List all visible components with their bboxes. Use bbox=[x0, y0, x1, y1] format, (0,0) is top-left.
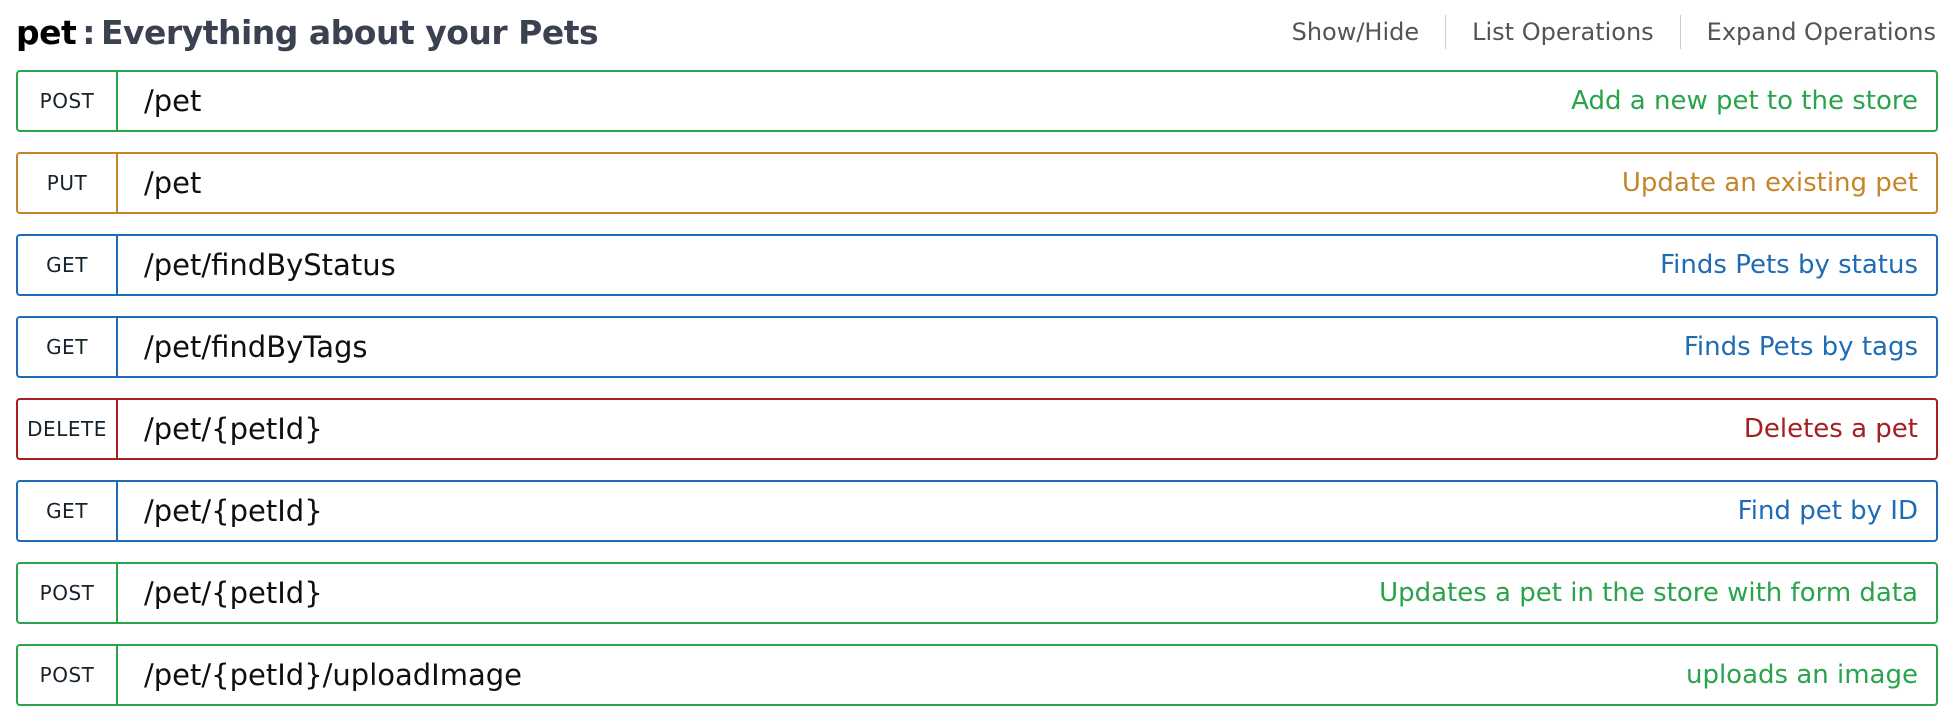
tag-description: Everything about your Pets bbox=[100, 12, 599, 52]
operation-summary-cell: Deletes a pet bbox=[1744, 400, 1936, 458]
http-method-label: POST bbox=[39, 581, 95, 605]
operation-summary-cell: Add a new pet to the store bbox=[1571, 72, 1936, 130]
section-title: pet:Everything about your Pets bbox=[16, 12, 599, 52]
http-method-label: DELETE bbox=[27, 417, 107, 441]
http-method-label: GET bbox=[46, 253, 88, 277]
operation-summary-link[interactable]: Find pet by ID bbox=[1737, 496, 1918, 526]
http-method-badge: POST bbox=[18, 72, 118, 130]
http-method-badge: PUT bbox=[18, 154, 118, 212]
endpoint-path-link[interactable]: /pet/{petId} bbox=[144, 412, 323, 446]
http-method-badge: POST bbox=[18, 564, 118, 622]
endpoint-path-link[interactable]: /pet bbox=[144, 166, 202, 200]
operation-row[interactable]: POST /pet/{petId} Updates a pet in the s… bbox=[16, 562, 1938, 624]
operation-row[interactable]: GET /pet/{petId} Find pet by ID bbox=[16, 480, 1938, 542]
list-operations-link[interactable]: List Operations bbox=[1472, 18, 1654, 46]
section-controls: Show/Hide List Operations Expand Operati… bbox=[1292, 13, 1938, 51]
operation-row[interactable]: POST /pet Add a new pet to the store bbox=[16, 70, 1938, 132]
http-method-label: POST bbox=[39, 89, 95, 113]
title-separator: : bbox=[82, 12, 95, 52]
operations-list: POST /pet Add a new pet to the store PUT… bbox=[16, 70, 1938, 706]
http-method-badge: GET bbox=[18, 318, 118, 376]
operation-summary-cell: Finds Pets by tags bbox=[1684, 318, 1936, 376]
endpoint-path-link[interactable]: /pet/findByTags bbox=[144, 330, 368, 364]
expand-operations-link[interactable]: Expand Operations bbox=[1706, 18, 1936, 46]
operation-summary-link[interactable]: uploads an image bbox=[1685, 660, 1918, 690]
operation-summary-link[interactable]: Updates a pet in the store with form dat… bbox=[1379, 578, 1918, 608]
operation-summary-cell: Find pet by ID bbox=[1738, 482, 1936, 540]
endpoint-path-cell: /pet/{petId} bbox=[118, 482, 1738, 540]
http-method-label: PUT bbox=[46, 171, 88, 195]
tag-name: pet bbox=[16, 12, 77, 52]
operation-summary-cell: uploads an image bbox=[1686, 646, 1936, 704]
endpoint-path-link[interactable]: /pet/{petId} bbox=[144, 494, 323, 528]
divider bbox=[1679, 15, 1681, 49]
endpoint-path-cell: /pet bbox=[118, 72, 1571, 130]
http-method-badge: POST bbox=[18, 646, 118, 704]
http-method-badge: GET bbox=[18, 482, 118, 540]
operation-summary-link[interactable]: Add a new pet to the store bbox=[1571, 86, 1918, 116]
operation-row[interactable]: POST /pet/{petId}/uploadImage uploads an… bbox=[16, 644, 1938, 706]
http-method-label: POST bbox=[39, 663, 95, 687]
http-method-badge: GET bbox=[18, 236, 118, 294]
endpoint-path-link[interactable]: /pet/{petId}/uploadImage bbox=[144, 658, 523, 692]
operation-summary-link[interactable]: Finds Pets by status bbox=[1660, 250, 1918, 280]
show-hide-link[interactable]: Show/Hide bbox=[1291, 18, 1420, 46]
divider bbox=[1445, 15, 1447, 49]
endpoint-path-cell: /pet/findByTags bbox=[118, 318, 1684, 376]
operation-summary-cell: Finds Pets by status bbox=[1660, 236, 1936, 294]
operation-summary-link[interactable]: Deletes a pet bbox=[1743, 414, 1918, 444]
endpoint-path-link[interactable]: /pet bbox=[144, 84, 202, 118]
endpoint-path-cell: /pet bbox=[118, 154, 1622, 212]
operation-row[interactable]: GET /pet/findByTags Finds Pets by tags bbox=[16, 316, 1938, 378]
operation-row[interactable]: GET /pet/findByStatus Finds Pets by stat… bbox=[16, 234, 1938, 296]
http-method-label: GET bbox=[46, 499, 88, 523]
endpoint-path-cell: /pet/{petId}/uploadImage bbox=[118, 646, 1686, 704]
endpoint-path-cell: /pet/{petId} bbox=[118, 564, 1379, 622]
tag-header: pet:Everything about your Pets Show/Hide… bbox=[16, 12, 1938, 52]
http-method-badge: DELETE bbox=[18, 400, 118, 458]
endpoint-path-link[interactable]: /pet/findByStatus bbox=[144, 248, 396, 282]
endpoint-path-cell: /pet/findByStatus bbox=[118, 236, 1660, 294]
operation-summary-link[interactable]: Update an existing pet bbox=[1621, 168, 1918, 198]
operation-summary-cell: Updates a pet in the store with form dat… bbox=[1379, 564, 1936, 622]
endpoint-path-cell: /pet/{petId} bbox=[118, 400, 1744, 458]
endpoint-path-link[interactable]: /pet/{petId} bbox=[144, 576, 323, 610]
operation-summary-cell: Update an existing pet bbox=[1622, 154, 1936, 212]
http-method-label: GET bbox=[46, 335, 88, 359]
operation-row[interactable]: PUT /pet Update an existing pet bbox=[16, 152, 1938, 214]
operation-summary-link[interactable]: Finds Pets by tags bbox=[1683, 332, 1918, 362]
operation-row[interactable]: DELETE /pet/{petId} Deletes a pet bbox=[16, 398, 1938, 460]
